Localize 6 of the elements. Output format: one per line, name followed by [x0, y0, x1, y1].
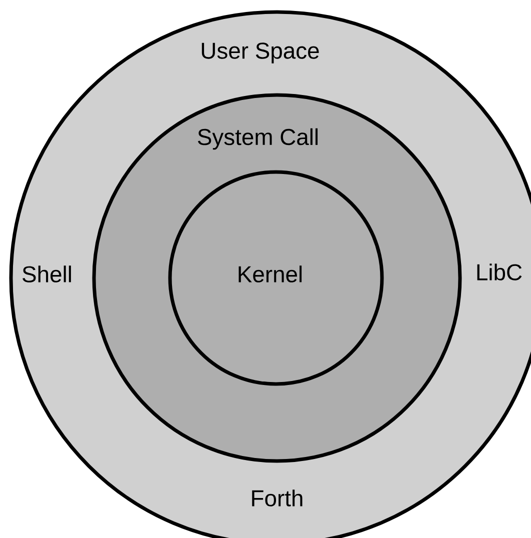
layer-label: Forth — [252, 490, 302, 506]
layer-label: System Call — [198, 128, 318, 150]
layer-label: Kernel — [238, 266, 302, 282]
layer-label: User Space — [202, 42, 319, 64]
layer-label: Shell — [22, 266, 71, 282]
layer-label: LibC — [477, 264, 522, 280]
